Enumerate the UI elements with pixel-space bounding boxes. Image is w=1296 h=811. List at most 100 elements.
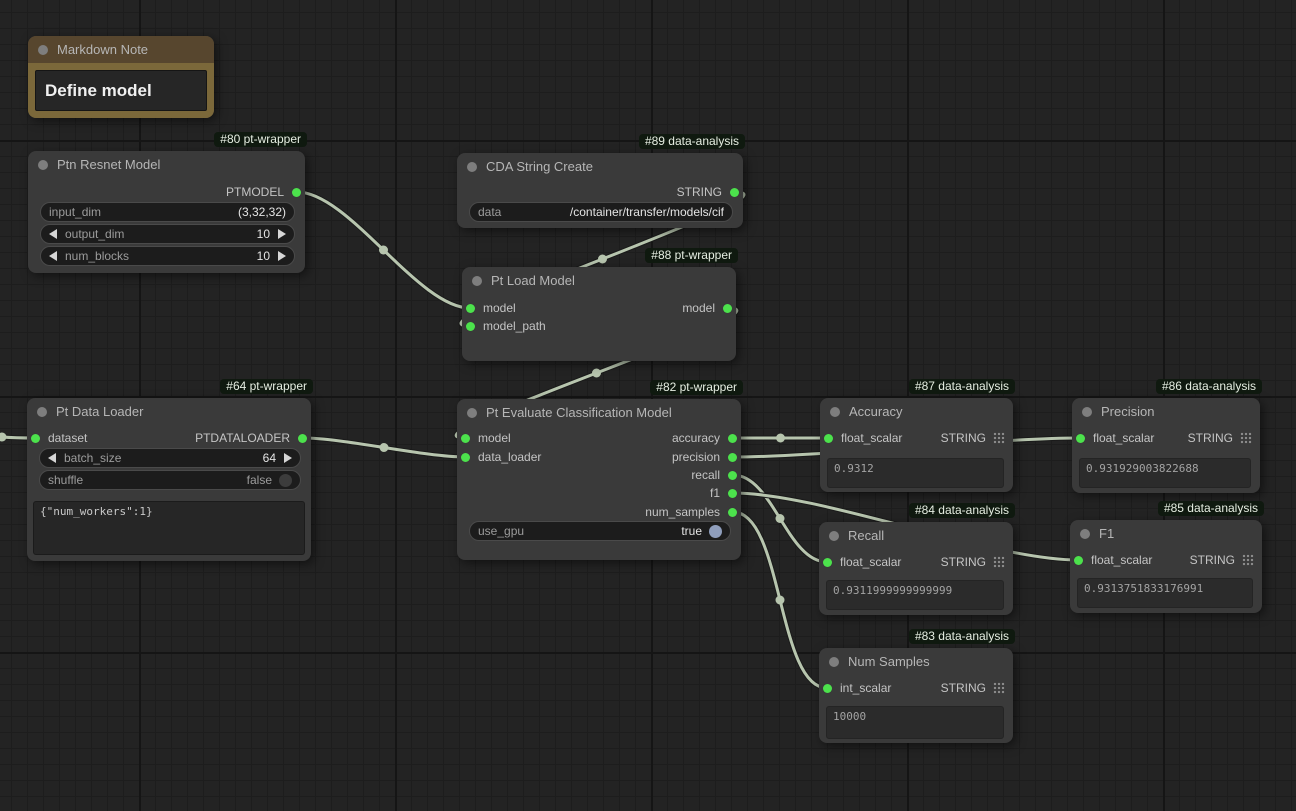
node-header[interactable]: Recall	[819, 522, 1013, 549]
node-header[interactable]: Accuracy	[820, 398, 1013, 425]
input-slot-label: model_path	[483, 319, 546, 333]
node-header[interactable]: Markdown Note	[28, 36, 214, 63]
input-port-icon[interactable]	[1074, 555, 1083, 565]
output-port-icon[interactable]	[728, 488, 737, 498]
widget-data[interactable]: data/container/transfer/models/cif	[469, 202, 733, 222]
edge-midpoint-dot[interactable]	[775, 514, 785, 523]
value-box[interactable]: 0.931929003822688	[1079, 458, 1251, 488]
edge-midpoint-dot[interactable]	[592, 368, 601, 378]
node-id-badge: #87 data-analysis	[908, 379, 1015, 394]
output-port-icon[interactable]	[728, 507, 737, 517]
input-slot-int_scalar: int_scalar	[823, 679, 891, 697]
edge-midpoint-dot[interactable]	[776, 433, 785, 443]
output-grid-icon[interactable]	[993, 556, 1005, 568]
value-box[interactable]: 0.9313751833176991	[1077, 578, 1253, 608]
node-header[interactable]: F1	[1070, 520, 1262, 547]
input-port-icon[interactable]	[461, 433, 470, 443]
input-port-icon[interactable]	[31, 433, 40, 443]
note-text[interactable]: Define model	[35, 70, 207, 111]
node-header[interactable]: Pt Data Loader	[27, 398, 311, 425]
widget-input_dim[interactable]: input_dim(3,32,32)	[40, 202, 295, 222]
value-box[interactable]: 10000	[826, 706, 1004, 739]
output-port-icon[interactable]	[728, 433, 737, 443]
output-port-icon[interactable]	[728, 452, 737, 462]
input-port-icon[interactable]	[1076, 433, 1085, 443]
edge-midpoint-dot[interactable]	[379, 245, 388, 255]
output-port-icon[interactable]	[292, 187, 301, 197]
output-grid-icon[interactable]	[1242, 554, 1254, 566]
output-port-icon[interactable]	[723, 303, 732, 313]
output-slot-STRING: STRING	[677, 183, 739, 201]
input-port-icon[interactable]	[461, 452, 470, 462]
value-box[interactable]: 0.9312	[827, 458, 1004, 488]
output-port-icon[interactable]	[298, 433, 307, 443]
json-textarea[interactable]: {"num_workers":1}	[33, 501, 305, 555]
node-header[interactable]: CDA String Create	[457, 153, 743, 180]
stepper-right-icon[interactable]	[278, 229, 286, 239]
collapse-dot-icon[interactable]	[1082, 406, 1092, 417]
output-port-icon[interactable]	[728, 470, 737, 480]
collapse-dot-icon[interactable]	[829, 656, 839, 667]
input-port-icon[interactable]	[824, 433, 833, 443]
input-port-icon[interactable]	[823, 683, 832, 693]
input-port-icon[interactable]	[466, 321, 475, 331]
collapse-dot-icon[interactable]	[467, 407, 477, 418]
collapse-dot-icon[interactable]	[467, 161, 477, 172]
node-header[interactable]: Ptn Resnet Model	[28, 151, 305, 178]
node-header[interactable]: Pt Evaluate Classification Model	[457, 399, 741, 426]
collapse-dot-icon[interactable]	[37, 406, 47, 417]
input-slot-label: float_scalar	[1091, 553, 1153, 567]
edge-midpoint-dot[interactable]	[775, 595, 785, 605]
edge-midpoint-dot[interactable]	[379, 443, 389, 452]
output-slot-model: model	[682, 299, 732, 317]
input-slot-label: float_scalar	[1093, 431, 1155, 445]
node-header[interactable]: Num Samples	[819, 648, 1013, 675]
stepper-left-icon[interactable]	[49, 251, 57, 261]
node-header[interactable]: Precision	[1072, 398, 1260, 425]
toggle-icon[interactable]	[279, 473, 292, 487]
collapse-dot-icon[interactable]	[829, 530, 839, 541]
edge-midpoint-dot[interactable]	[598, 254, 607, 264]
stepper-left-icon[interactable]	[48, 453, 56, 463]
output-grid-icon[interactable]	[993, 682, 1005, 694]
output-port-icon[interactable]	[730, 187, 739, 197]
input-slot-float_scalar: float_scalar	[1074, 551, 1152, 569]
collapse-dot-icon[interactable]	[472, 275, 482, 286]
stepper-left-icon[interactable]	[49, 229, 57, 239]
collapse-dot-icon[interactable]	[1080, 528, 1090, 539]
widget-value: 10	[256, 249, 270, 263]
stepper-right-icon[interactable]	[278, 251, 286, 261]
edge-midpoint-dot[interactable]	[0, 432, 7, 442]
input-port-icon[interactable]	[466, 303, 475, 313]
output-slot-label: STRING	[676, 185, 722, 199]
input-port-icon[interactable]	[823, 557, 832, 567]
collapse-dot-icon[interactable]	[38, 159, 48, 170]
collapse-dot-icon[interactable]	[38, 44, 48, 55]
stepper-right-icon[interactable]	[284, 453, 292, 463]
collapse-dot-icon[interactable]	[830, 406, 840, 417]
node-header[interactable]: Pt Load Model	[462, 267, 736, 294]
output-grid-icon[interactable]	[1240, 432, 1252, 444]
output-slot-precision: precision	[672, 448, 737, 466]
value-box[interactable]: 0.9311999999999999	[826, 580, 1004, 610]
toggle-icon[interactable]	[709, 524, 722, 538]
output-grid-icon[interactable]	[993, 432, 1005, 444]
